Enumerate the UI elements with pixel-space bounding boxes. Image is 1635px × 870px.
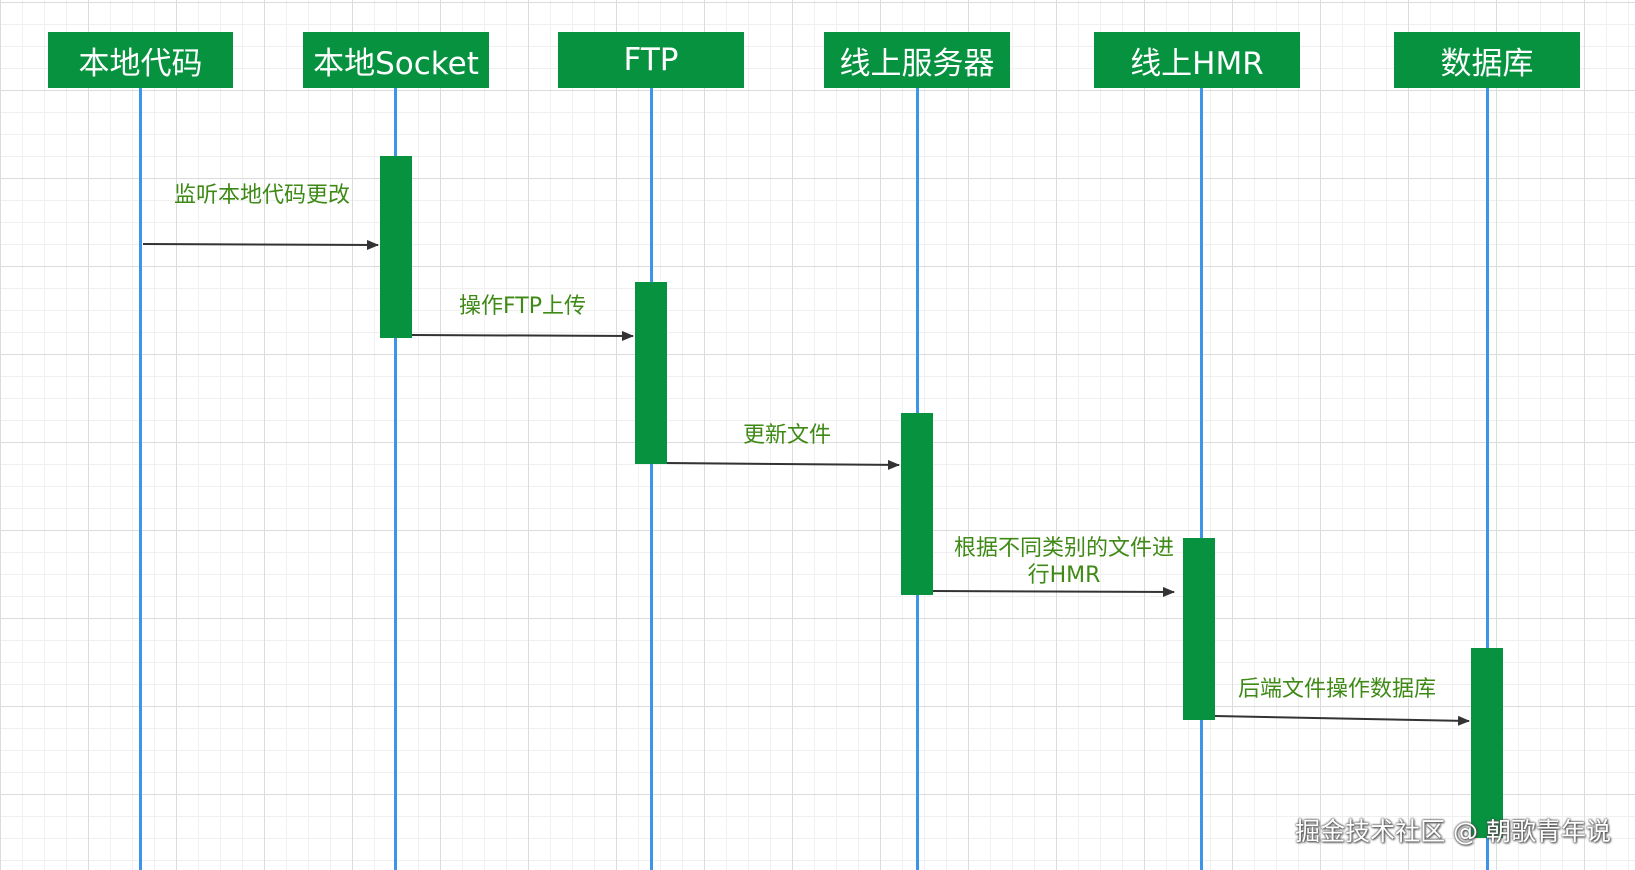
message-label-hmr: 根据不同类别的文件进 行HMR (946, 535, 1182, 589)
actor-label: 线上服务器 (839, 45, 995, 82)
lifeline-local-code (139, 88, 142, 870)
watermark: 掘金技术社区 @ 朝歌青年说 (1295, 817, 1611, 846)
arrow-hmr-to-database (1214, 715, 1470, 726)
lifeline-online-hmr (1200, 88, 1203, 870)
message-text-line-1: 根据不同类别的文件进 (953, 536, 1174, 561)
message-text: 更新文件 (743, 423, 832, 448)
message-text-line-2: 行HMR (1027, 563, 1101, 588)
actor-local-socket: 本地Socket (303, 32, 489, 88)
activation-online-hmr (1183, 538, 1215, 720)
arrow-local-code-to-socket (142, 239, 379, 250)
arrow-socket-to-ftp (411, 330, 634, 341)
activation-online-server (901, 413, 933, 595)
message-text: 操作FTP上传 (459, 294, 586, 319)
message-text: 后端文件操作数据库 (1238, 677, 1437, 702)
actor-label: FTP (623, 42, 679, 78)
message-label-ftp-upload: 操作FTP上传 (459, 293, 586, 320)
actor-label: 数据库 (1440, 45, 1534, 82)
arrow-ftp-to-server (666, 459, 900, 470)
message-label-listen: 监听本地代码更改 (174, 182, 350, 209)
lifeline-database (1486, 88, 1489, 870)
actor-label: 本地代码 (78, 45, 203, 82)
activation-ftp (635, 282, 667, 464)
actor-label: 线上HMR (1130, 45, 1264, 82)
arrow-server-to-hmr (932, 586, 1175, 597)
actor-label: 本地Socket (313, 45, 479, 82)
actor-ftp: FTP (558, 32, 744, 88)
message-text: 监听本地代码更改 (174, 183, 351, 208)
lifeline-local-socket (394, 88, 397, 870)
lifeline-ftp (650, 88, 653, 870)
actor-online-server: 线上服务器 (824, 32, 1010, 88)
actor-online-hmr: 线上HMR (1094, 32, 1300, 88)
activation-database (1471, 648, 1503, 838)
message-label-backend-db: 后端文件操作数据库 (1238, 676, 1436, 703)
message-label-update-file: 更新文件 (743, 422, 831, 449)
actor-local-code: 本地代码 (48, 32, 233, 88)
activation-local-socket (380, 156, 412, 338)
actor-database: 数据库 (1394, 32, 1580, 88)
